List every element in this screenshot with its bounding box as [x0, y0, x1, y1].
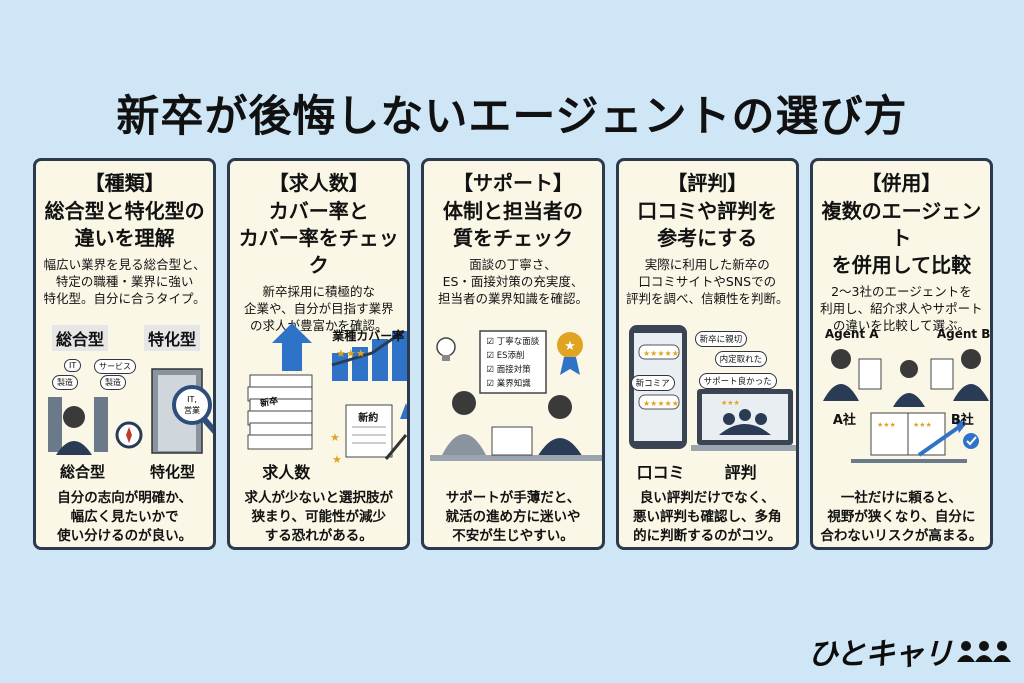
- card-category: 【併用】: [861, 171, 942, 195]
- lens-text-it: IT,: [187, 395, 197, 404]
- svg-text:✦: ✦: [212, 372, 216, 386]
- chart-label: 業種カバー率: [332, 329, 405, 343]
- logo-text: ひとキャリ: [807, 637, 953, 672]
- label-general: 総合型: [52, 325, 109, 351]
- card-reputation: 【評判】 口コミや評判を 参考にする 実際に利用した新卒の 口コミサイトやSNS…: [615, 158, 799, 550]
- bubble-kind: 新卒に親切: [694, 331, 748, 347]
- svg-text:★: ★: [565, 339, 577, 354]
- label-specialized-bottom: 特化型: [150, 463, 196, 481]
- label-specialized: 特化型: [144, 325, 201, 351]
- job-stack-icon: ★★★ ★ ★: [247, 323, 408, 466]
- card-heading: 複数のエージェント を併用して比較: [821, 199, 982, 277]
- illustration-general-vs-specialized: 総合型 特化型 IT, 営業 ✦ IT サービス 製造 製造 総合型: [42, 323, 214, 483]
- card-heading: 口コミや評判を 参考にする: [637, 199, 778, 250]
- illustration-reputation: ★★★★★ ★★★★★ ★★★ 新卒に親切 内定取れた 新コミア サポート良かっ…: [625, 323, 796, 483]
- svg-text:★: ★: [332, 453, 342, 466]
- checklist-item: ☑ 業界知識: [486, 379, 531, 389]
- label-reputation: 評判: [724, 463, 757, 482]
- card-support: 【サポート】 体制と担当者の 質をチェック 面談の丁寧さ、 ES・面接対策の充実…: [421, 158, 605, 550]
- illustration-job-count: ★★★ ★ ★ 新卒 業種カバー率 新約 求人数: [236, 323, 408, 483]
- svg-text:★★★★★: ★★★★★: [643, 399, 679, 408]
- label-company-a: A社: [832, 413, 856, 428]
- lens-text-sales: 営業: [184, 405, 200, 415]
- bubble-support: サポート良かった: [698, 373, 777, 389]
- card-description: 2〜3社のエージェントを 利用し、紹介求人やサポート の違いを比較して選ぶ。: [820, 284, 983, 333]
- label-general-bottom: 総合型: [60, 463, 106, 481]
- page-title: 新卒が後悔しないエージェントの選び方: [116, 92, 908, 142]
- card-heading: カバー率と カバー率をチェック: [238, 199, 399, 277]
- cards-row: 【種類】 総合型と特化型の 違いを理解 幅広い業界を見る総合型と、 特定の職種・…: [33, 158, 994, 550]
- label-job-count: 求人数: [262, 463, 311, 482]
- chip-manufacturing-2: 製造: [100, 375, 126, 390]
- card-description: 実際に利用した新卒の 口コミサイトやSNSでの 評判を調べ、信頼性を判断。: [625, 257, 789, 306]
- card-heading: 体制と担当者の 質をチェック: [443, 199, 583, 250]
- card-footnote: 自分の志向が明確か、 幅広く見たいかで 使い分けるのが良い。: [57, 490, 193, 544]
- card-type: 【種類】 総合型と特化型の 違いを理解 幅広い業界を見る総合型と、 特定の職種・…: [33, 158, 217, 550]
- illustration-support: ★ ☑ 丁寧な面談 ☑ ES添削 ☑ 面接対策 ☑ 業界知識: [430, 323, 602, 483]
- card-description: 面談の丁寧さ、 ES・面接対策の充実度、 担当者の業界知識を確認。: [438, 257, 589, 306]
- card-description: 新卒採用に積極的な 企業や、自分が目指す業界 の求人が豊富かを確認。: [243, 284, 394, 333]
- checklist: ☑ 丁寧な面談 ☑ ES添削 ☑ 面接対策 ☑ 業界知識: [486, 335, 539, 391]
- card-combined-use: 【併用】 複数のエージェント を併用して比較 2〜3社のエージェントを 利用し、…: [809, 158, 994, 550]
- svg-text:★★★: ★★★: [913, 421, 932, 429]
- svg-text:★★★: ★★★: [721, 399, 740, 407]
- card-category: 【評判】: [667, 171, 748, 195]
- label-company-b: B社: [950, 413, 974, 428]
- card-category: 【種類】: [84, 171, 165, 195]
- label-reviews: 口コミ: [636, 463, 685, 482]
- checklist-item: ☑ ES添削: [486, 351, 525, 361]
- card-footnote: 求人が少ないと選択肢が 狭まり、可能性が減少 する恐れがある。: [244, 490, 394, 544]
- card-footnote: 一社だけに頼ると、 視野が狭くなり、自分に 合わないリスクが高まる。: [820, 490, 983, 544]
- chip-service: サービス: [94, 359, 136, 374]
- chip-manufacturing: 製造: [52, 375, 78, 390]
- svg-text:★: ★: [330, 431, 340, 444]
- checklist-item: ☑ 面接対策: [486, 365, 531, 375]
- agents-compare-icon: ★★★ ★★★: [822, 349, 989, 463]
- consultation-icon: ★: [430, 330, 602, 461]
- checklist-item: ☑ 丁寧な面談: [486, 337, 540, 347]
- svg-text:★★★: ★★★: [877, 421, 896, 429]
- card-category: 【求人数】: [268, 171, 369, 195]
- label-agent-a: Agent A: [824, 327, 879, 341]
- svg-text:★★★★★: ★★★★★: [643, 349, 679, 358]
- card-footnote: 良い評判だけでなく、 悪い評判も確認し、多角 的に判断するのがコツ。: [632, 490, 782, 544]
- card-footnote: サポートが手薄だと、 就活の進め方に迷いや 不安が生じやすい。: [445, 490, 581, 544]
- brand-logo: ひとキャリ: [808, 629, 1012, 673]
- card-category: 【サポート】: [453, 171, 573, 195]
- bubble-review: 新コミア: [630, 375, 675, 391]
- doors-icon: IT, 営業 ✦: [48, 368, 216, 455]
- people-icon: [957, 641, 1011, 662]
- doc-label: 新約: [358, 413, 379, 424]
- svg-text:★★★: ★★★: [336, 347, 366, 360]
- card-heading: 総合型と特化型の 違いを理解: [44, 199, 205, 250]
- card-job-count: 【求人数】 カバー率と カバー率をチェック 新卒採用に積極的な 企業や、自分が目…: [227, 158, 411, 550]
- chip-it: IT: [64, 359, 82, 372]
- illustration-combined-use: ★★★ ★★★ Agent A Agent B A社 B社: [819, 323, 990, 483]
- bubble-offer: 内定取れた: [714, 351, 768, 367]
- label-agent-b: Agent B: [936, 327, 991, 341]
- card-description: 幅広い業界を見る総合型と、 特定の職種・業界に強い 特化型。自分に合うタイプ。: [43, 257, 206, 306]
